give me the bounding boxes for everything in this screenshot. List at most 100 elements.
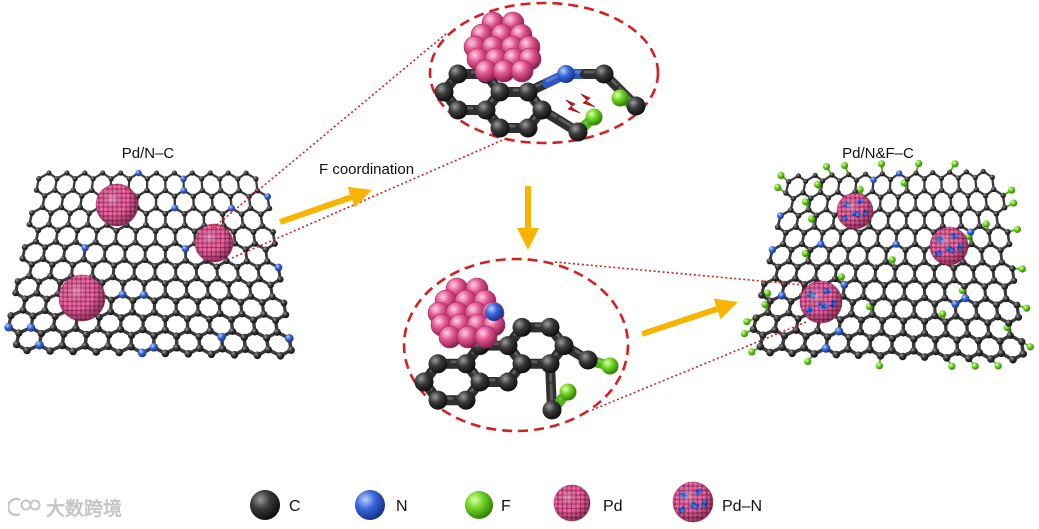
graphene-carbon-atom bbox=[242, 246, 249, 253]
graphene-carbon-atom bbox=[129, 297, 137, 304]
graphene-carbon-atom bbox=[61, 244, 69, 251]
graphene-carbon-atom bbox=[205, 315, 213, 323]
graphene-carbon-atom bbox=[287, 346, 295, 354]
graphene-carbon-atom bbox=[192, 263, 200, 270]
graphene-carbon-atom bbox=[787, 297, 795, 305]
fluorine-atom bbox=[814, 180, 822, 188]
fluorine-atom bbox=[748, 348, 756, 356]
graphene-carbon-atom bbox=[115, 348, 123, 357]
graphene-carbon-atom bbox=[116, 325, 125, 333]
legend-label-pd-n: Pd–N bbox=[722, 498, 762, 515]
fluorine-atom bbox=[971, 362, 979, 370]
graphene-carbon-atom bbox=[172, 332, 181, 340]
graphene-carbon-atom bbox=[209, 193, 215, 200]
graphene-carbon-atom bbox=[19, 255, 26, 262]
pd-n-c-local-structure bbox=[434, 11, 646, 142]
graphene-carbon-atom bbox=[69, 347, 77, 356]
pd-nf-c-label: Pd/N&F–C bbox=[842, 145, 914, 162]
graphene-atoms bbox=[4, 169, 295, 360]
nitrogen-dopant-atom bbox=[840, 280, 849, 289]
graphene-carbon-atom bbox=[911, 264, 919, 272]
graphene-carbon-atom bbox=[172, 309, 180, 317]
graphene-carbon-atom bbox=[82, 330, 91, 339]
zoom-inset-top bbox=[428, 1, 660, 145]
graphene-carbon-atom bbox=[69, 261, 77, 269]
graphene-carbon-atom bbox=[852, 264, 860, 271]
graphene-carbon-atom bbox=[127, 343, 135, 351]
graphene-carbon-atom bbox=[199, 187, 206, 194]
graphene-carbon-atom bbox=[1010, 277, 1018, 285]
graphene-carbon-atom bbox=[810, 350, 818, 358]
graphene-carbon-atom bbox=[126, 176, 132, 182]
graphene-carbon-atom bbox=[855, 241, 862, 248]
graphene-carbon-atom bbox=[36, 176, 42, 182]
graphene-carbon-atom bbox=[942, 354, 951, 362]
pd-nanoparticle bbox=[194, 223, 234, 263]
graphene-carbon-atom bbox=[243, 170, 249, 176]
graphene-carbon-atom bbox=[921, 282, 928, 290]
graphene-carbon-atom bbox=[182, 257, 189, 264]
graphene-carbon-atom bbox=[800, 344, 808, 352]
graphene-carbon-atom bbox=[869, 188, 876, 195]
fluorine-atom bbox=[611, 89, 629, 107]
graphene-carbon-atom bbox=[207, 350, 216, 359]
graphene-carbon-atom bbox=[903, 211, 910, 218]
fluorine-atom bbox=[761, 300, 769, 309]
f-coordination-arrow bbox=[279, 186, 372, 225]
graphene-carbon-atom bbox=[931, 264, 938, 272]
carbon-atom bbox=[578, 350, 598, 370]
graphene-carbon-atom bbox=[161, 326, 169, 334]
graphene-carbon-atom bbox=[778, 343, 786, 351]
graphene-carbon-atom bbox=[216, 310, 224, 318]
fluorine-atom bbox=[777, 171, 785, 179]
graphene-carbon-atom bbox=[800, 280, 808, 288]
graphene-carbon-atom bbox=[240, 333, 248, 342]
graphene-carbon-atom bbox=[948, 205, 955, 212]
graphene-carbon-atom bbox=[1009, 265, 1016, 272]
graphene-carbon-atom bbox=[19, 306, 27, 314]
graphene-carbon-atom bbox=[930, 170, 936, 176]
graphene-carbon-atom bbox=[241, 345, 250, 353]
graphene-carbon-atom bbox=[133, 227, 139, 234]
graphene-carbon-atom bbox=[790, 195, 797, 202]
fluorine-atom bbox=[841, 161, 849, 170]
graphene-carbon-atom bbox=[251, 328, 259, 336]
carbon-atom bbox=[498, 336, 518, 356]
graphene-carbon-atom bbox=[200, 211, 207, 217]
nitrogen-dopant-atom bbox=[181, 245, 190, 253]
graphene-carbon-atom bbox=[898, 352, 907, 361]
graphene-carbon-atom bbox=[52, 238, 59, 245]
graphene-carbon-atom bbox=[938, 187, 945, 194]
graphene-carbon-atom bbox=[194, 298, 202, 305]
graphene-carbon-atom bbox=[947, 169, 953, 175]
carbon-atom bbox=[518, 118, 538, 138]
pd-nf-c-graphene-sheet bbox=[740, 159, 1034, 370]
graphene-carbon-atom bbox=[808, 195, 814, 202]
graphene-carbon-atom bbox=[874, 241, 881, 248]
graphene-carbon-atom bbox=[884, 223, 891, 230]
graphene-carbon-atom bbox=[961, 282, 968, 290]
legend-label-carbon: C bbox=[289, 498, 301, 515]
graphene-carbon-atom bbox=[162, 210, 169, 217]
graphene-carbon-atom bbox=[250, 228, 257, 235]
graphene-carbon-atom bbox=[82, 170, 88, 176]
graphene-carbon-atom bbox=[970, 277, 978, 284]
guide-line-top-lower bbox=[231, 138, 506, 259]
graphene-carbon-atom bbox=[875, 229, 882, 236]
graphene-carbon-atom bbox=[26, 221, 33, 228]
nitrogen-dopant-atom bbox=[896, 170, 903, 177]
graphene-carbon-atom bbox=[811, 223, 818, 230]
nitrogen-dopant-atom bbox=[821, 344, 831, 353]
graphene-carbon-atom bbox=[819, 229, 826, 236]
graphene-carbon-atom bbox=[247, 205, 254, 212]
graphene-carbon-atom bbox=[920, 329, 929, 337]
legend-item-fluorine: F bbox=[465, 491, 511, 519]
fluorine-atom bbox=[601, 357, 619, 375]
graphene-carbon-atom bbox=[987, 355, 995, 363]
graphene-carbon-atom bbox=[901, 282, 908, 289]
graphene-carbon-atom bbox=[887, 176, 894, 183]
pd-n-nanoparticle bbox=[836, 192, 874, 230]
graphene-carbon-atom bbox=[794, 263, 801, 271]
graphene-carbon-atom bbox=[767, 297, 774, 305]
graphene-carbon-atom bbox=[913, 170, 919, 176]
